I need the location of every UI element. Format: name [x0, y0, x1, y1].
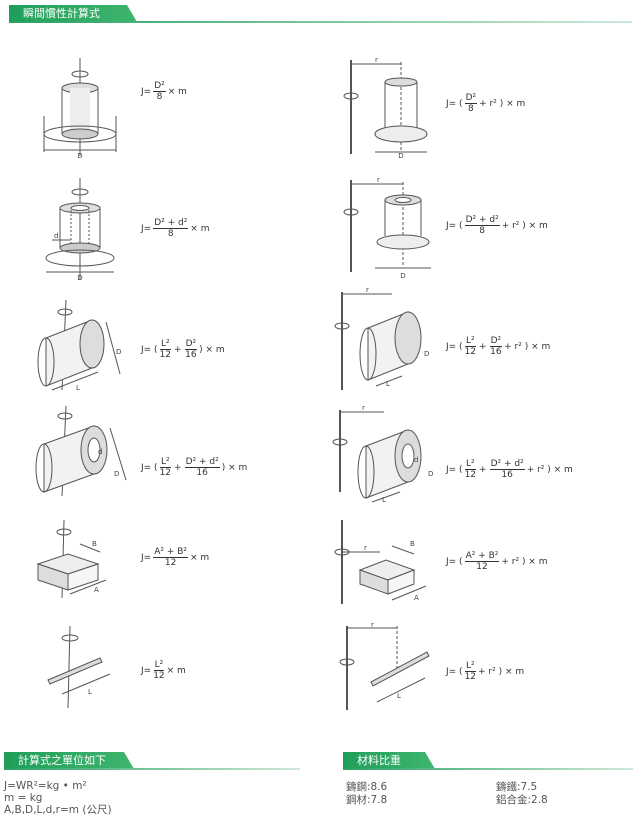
materials-section-title: 材料比重	[357, 754, 401, 767]
dim-L-label: L	[382, 496, 386, 504]
units-line: A,B,D,L,d,r=m (公尺)	[4, 804, 112, 816]
material-item: 鋼材:7.8	[346, 794, 388, 806]
units-line: J=WR²=kg • m²	[4, 780, 87, 792]
dim-D-label: D	[116, 348, 121, 356]
dim-r-label: r	[364, 544, 367, 552]
units-divider	[4, 768, 300, 770]
diagram-hollow-cylinder-vertical: d D	[45, 178, 115, 282]
dim-r-label: r	[362, 404, 365, 412]
dim-L-label: L	[386, 380, 390, 388]
diagram-thin-rod: L	[47, 625, 111, 709]
dim-D-label: D	[398, 152, 403, 160]
diagram-offset-cylinder-horizontal: r D L	[334, 286, 429, 390]
dim-L-label: L	[76, 384, 80, 392]
dim-D-label: D	[77, 274, 82, 282]
dim-L-label: L	[397, 692, 401, 700]
dim-r-label: r	[366, 286, 369, 294]
units-list: J=WR²=kg • m² m = kg A,B,D,L,d,r=m (公尺)	[4, 780, 112, 816]
dim-D-label: D	[77, 152, 82, 160]
diagram-offset-thin-rod: r L	[339, 622, 430, 710]
section-header-tab: 瞬間慣性計算式	[9, 5, 137, 22]
dim-r-label: r	[375, 56, 378, 64]
material-item: 鋁合金:2.8	[496, 794, 548, 806]
dim-d-label: d	[98, 448, 102, 456]
dim-B-label: B	[92, 540, 97, 548]
dim-A-label: A	[94, 586, 99, 594]
materials-divider	[343, 768, 633, 770]
dim-D-label: D	[114, 470, 119, 478]
diagram-hollow-cylinder-horizontal: D d	[35, 405, 127, 497]
dim-d-label: d	[414, 456, 418, 464]
dim-B-label: B	[410, 540, 415, 548]
section-title: 瞬間慣性計算式	[23, 7, 100, 20]
dim-r-label: r	[377, 176, 380, 184]
diagram-offset-hollow-cylinder-horizontal: r d D L	[332, 404, 433, 504]
diagram-offset-cylinder-vertical: r D	[343, 56, 428, 160]
diagram-offset-rect-block: r B A	[334, 520, 427, 604]
diagram-offset-hollow-cylinder-vertical: r D	[343, 176, 431, 280]
diagram-cylinder-vertical: D	[43, 58, 117, 160]
diagram-cylinder-horizontal: D L	[37, 299, 121, 392]
materials-section-header: 材料比重	[343, 752, 435, 769]
dim-L-label: L	[88, 688, 92, 696]
dim-d-label: d	[54, 232, 58, 240]
units-section-header: 計算式之單位如下	[4, 752, 134, 769]
dim-D-label: D	[424, 350, 429, 358]
material-item: 鑄鐵:7.5	[496, 781, 538, 793]
header-divider	[9, 21, 632, 23]
units-line: m = kg	[4, 792, 43, 804]
material-item: 鑄鋼:8.6	[346, 781, 388, 793]
dim-r-label: r	[371, 622, 374, 629]
dim-D-label: D	[428, 470, 433, 478]
units-section-title: 計算式之單位如下	[18, 754, 106, 767]
diagram-rect-block: B A	[36, 519, 107, 599]
dim-A-label: A	[414, 594, 419, 602]
dim-D-label: D	[400, 272, 405, 280]
